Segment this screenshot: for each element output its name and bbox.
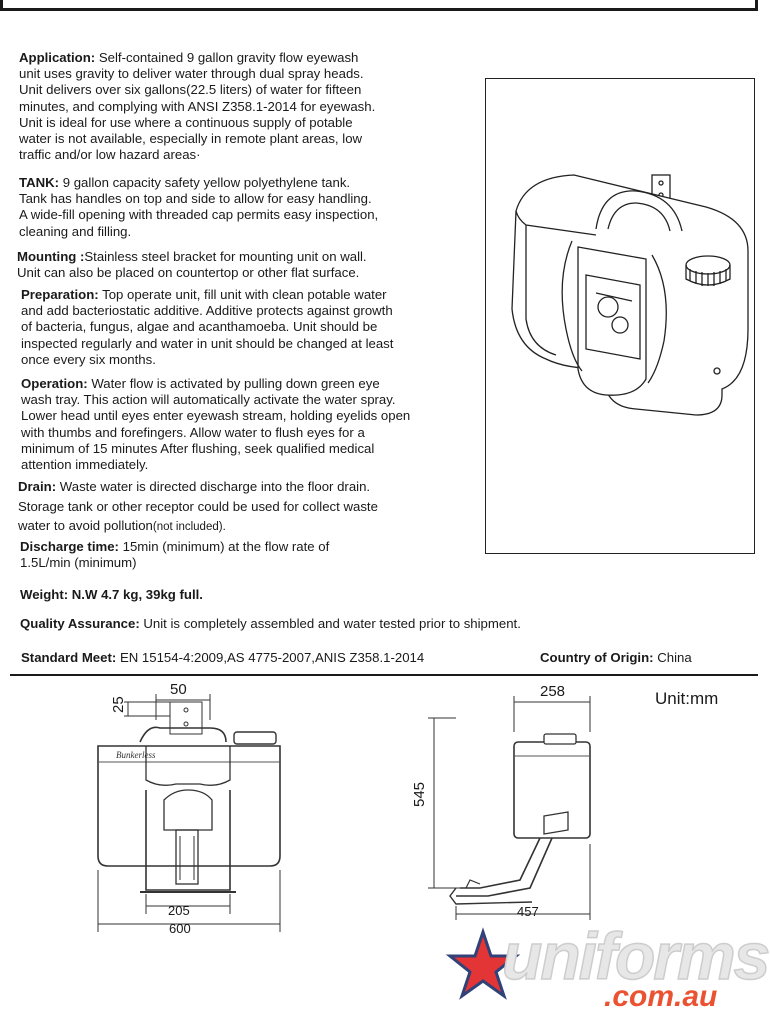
discharge-line: 15min (minimum) at the flow rate of	[122, 539, 330, 554]
star-icon	[445, 927, 521, 1000]
origin-label: Country of Origin:	[540, 650, 654, 665]
standard-section: Standard Meet: EN 15154-4:2009,AS 4775-2…	[21, 650, 424, 665]
preparation-line: once every six months.	[21, 351, 156, 367]
weight-line: Weight: N.W 4.7 kg, 39kg full.	[20, 587, 203, 602]
operation-line: wash tray. This action will automaticall…	[21, 392, 396, 408]
discharge-label: Discharge time:	[20, 539, 119, 554]
application-section: Application: Self-contained 9 gallon gra…	[19, 50, 479, 163]
tank-line: cleaning and filling.	[19, 223, 132, 239]
section-divider	[10, 674, 758, 676]
mounting-section: Mounting :Stainless steel bracket for mo…	[17, 249, 477, 281]
application-label: Application:	[19, 50, 96, 65]
drain-line: water to avoid pollution	[18, 518, 153, 533]
product-image-frame	[485, 78, 755, 554]
application-line: water is not available, especially in re…	[19, 131, 363, 147]
discharge-line: 1.5L/min (minimum)	[20, 555, 137, 571]
dim-height: 545	[411, 781, 428, 807]
application-line: traffic and/or low hazard areas·	[19, 147, 201, 163]
dim-depth: 258	[540, 683, 566, 700]
preparation-line: Top operate unit, fill unit with clean p…	[102, 287, 387, 302]
tank-line: A wide-fill opening with threaded cap pe…	[19, 207, 379, 223]
dim-top-width: 50	[170, 681, 187, 698]
quality-text: Unit is completely assembled and water t…	[143, 616, 521, 631]
drain-section: Drain: Waste water is directed discharge…	[18, 477, 478, 538]
drain-note: (not included).	[152, 521, 226, 533]
mounting-line: Unit can also be placed on countertop or…	[17, 265, 360, 281]
top-frame	[0, 0, 758, 11]
operation-line: attention immediately.	[21, 457, 149, 473]
application-line: Self-contained 9 gallon gravity flow eye…	[98, 50, 359, 65]
dim-arm-length: 457	[517, 904, 539, 919]
watermark-logo: uniforms .com.au	[445, 918, 770, 1022]
preparation-line: inspected regularly and water in unit sh…	[21, 335, 394, 351]
front-view-drawing: Bunkerless	[97, 694, 281, 932]
side-view-drawing	[428, 696, 591, 920]
dim-tray-width: 205	[168, 903, 190, 918]
origin-text: China	[657, 650, 692, 665]
operation-line: minimum of 15 minutes After flushing, se…	[21, 440, 375, 456]
operation-label: Operation:	[21, 376, 88, 391]
application-line: Unit delivers over six gallons(22.5 lite…	[19, 82, 362, 98]
application-line: minutes, and complying with ANSI Z358.1-…	[19, 98, 376, 114]
standard-label: Standard Meet:	[21, 650, 117, 665]
watermark-brand: uniforms	[501, 918, 770, 994]
quality-label: Quality Assurance:	[20, 616, 140, 631]
preparation-label: Preparation:	[21, 287, 99, 302]
discharge-section: Discharge time: 15min (minimum) at the f…	[20, 539, 480, 571]
brand-label: Bunkerless	[116, 750, 156, 760]
standard-text: EN 15154-4:2009,AS 4775-2007,ANIS Z358.1…	[119, 650, 425, 665]
mounting-line: Stainless steel bracket for mounting uni…	[84, 249, 367, 264]
quality-section: Quality Assurance: Unit is completely as…	[20, 616, 640, 632]
operation-line: with thumbs and forefingers. Allow water…	[21, 424, 365, 440]
application-line: unit uses gravity to deliver water throu…	[19, 66, 364, 82]
dim-bracket-height: 25	[110, 696, 127, 713]
drain-line: Waste water is directed discharge into t…	[59, 479, 371, 494]
drain-line: Storage tank or other receptor could be …	[18, 498, 378, 514]
application-line: Unit is ideal for use where a continuous…	[19, 114, 353, 130]
preparation-line: of bacteria, fungus, algae and acanthamo…	[21, 319, 378, 335]
operation-line: Water flow is activated by pulling down …	[91, 376, 380, 391]
operation-section: Operation: Water flow is activated by pu…	[21, 376, 471, 473]
drain-label: Drain:	[18, 479, 57, 494]
tank-label: TANK:	[19, 175, 60, 190]
tank-line: 9 gallon capacity safety yellow polyethy…	[62, 175, 351, 190]
preparation-line: and add bacteriostatic additive. Additiv…	[21, 303, 393, 319]
origin-section: Country of Origin: China	[540, 650, 692, 665]
dim-overall-width: 600	[169, 921, 191, 936]
operation-line: Lower head until eyes enter eyewash stre…	[21, 408, 411, 424]
mounting-label: Mounting :	[17, 249, 85, 264]
tank-line: Tank has handles on top and side to allo…	[19, 191, 372, 207]
unit-label: Unit:mm	[655, 689, 719, 708]
eyewash-unit-illustration	[511, 174, 749, 416]
watermark-domain: .com.au	[604, 980, 718, 1013]
preparation-section: Preparation: Top operate unit, fill unit…	[21, 287, 481, 368]
tank-section: TANK: 9 gallon capacity safety yellow po…	[19, 175, 479, 240]
